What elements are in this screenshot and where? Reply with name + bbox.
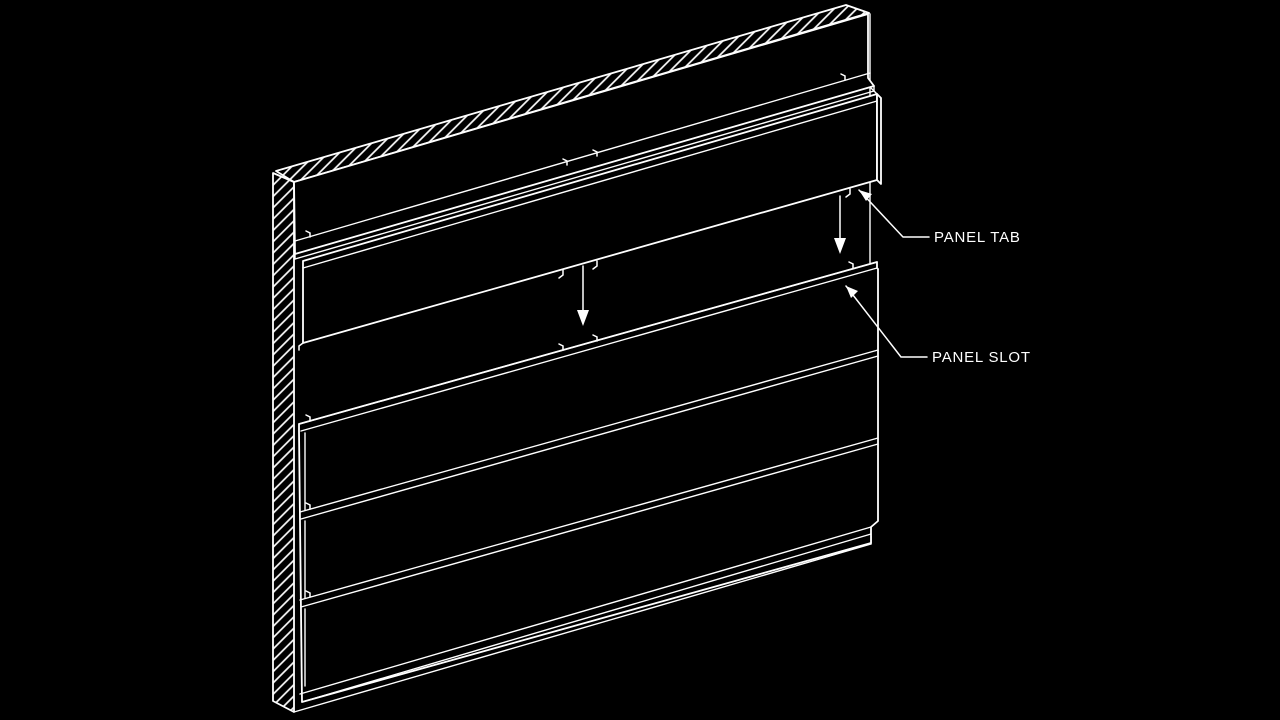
wall-substrate bbox=[272, 4, 872, 713]
stack-joint2-lower bbox=[300, 443, 879, 608]
floating-panel-left-foot bbox=[298, 342, 304, 351]
wall-top-hatch-outline bbox=[275, 4, 870, 183]
panel-slot-leader-arrowhead bbox=[846, 286, 858, 298]
annotation-panel-slot: PANEL SLOT bbox=[845, 285, 1031, 366]
panel-tab-mark bbox=[840, 73, 846, 81]
movement-arrows bbox=[577, 195, 846, 326]
wall-top-hatch bbox=[276, 5, 869, 182]
wall-bottom-edge bbox=[293, 543, 872, 713]
stack-joint1-lower bbox=[300, 355, 879, 520]
stack-top-hem-lower bbox=[300, 267, 878, 432]
down-arrow-icon bbox=[834, 195, 846, 254]
panel-slot-mark bbox=[305, 414, 311, 422]
stack-top-hem-upper bbox=[298, 261, 878, 425]
top-panel bbox=[293, 13, 875, 260]
wall-left-hatch bbox=[273, 173, 294, 712]
stack-bottom-lip bbox=[301, 533, 872, 703]
floating-panel bbox=[298, 87, 882, 351]
panel-tab-leader-arrowhead bbox=[859, 190, 872, 201]
floating-panel-tab bbox=[845, 188, 851, 198]
panel-slot-mark bbox=[558, 343, 564, 351]
installed-panel-stack bbox=[298, 261, 879, 703]
panel-tab-mark bbox=[592, 149, 598, 157]
annotation-panel-tab: PANEL TAB bbox=[858, 189, 1021, 246]
panel-slot-label: PANEL SLOT bbox=[932, 349, 1031, 366]
panel-slot-mark bbox=[848, 261, 854, 269]
panel-slot-mark bbox=[592, 334, 598, 342]
panel-tab-leader-line bbox=[858, 189, 930, 238]
stack-bottom-edge bbox=[299, 526, 872, 695]
floating-panel-tab bbox=[592, 260, 598, 270]
stack-face bbox=[298, 261, 879, 703]
panel-tab-mark bbox=[305, 230, 311, 238]
floating-panel-right-end bbox=[876, 93, 882, 185]
down-arrow-icon bbox=[577, 265, 589, 326]
top-panel-bottom-lip bbox=[294, 90, 875, 260]
panel-tab-mark bbox=[562, 158, 568, 166]
floating-panel-top-right-edge bbox=[870, 87, 878, 95]
top-panel-face bbox=[293, 13, 875, 255]
stack-joint1-upper bbox=[299, 349, 879, 513]
top-panel-fold-line bbox=[294, 72, 871, 242]
floating-panel-tab bbox=[558, 269, 564, 279]
panel-tab-label: PANEL TAB bbox=[934, 229, 1021, 246]
stack-joint2-upper bbox=[299, 437, 879, 601]
panel-slot-mark bbox=[305, 590, 311, 598]
panel-slot-mark bbox=[305, 502, 311, 510]
floating-panel-top-hem bbox=[302, 100, 878, 269]
panel-slot-leader-line bbox=[845, 285, 928, 358]
